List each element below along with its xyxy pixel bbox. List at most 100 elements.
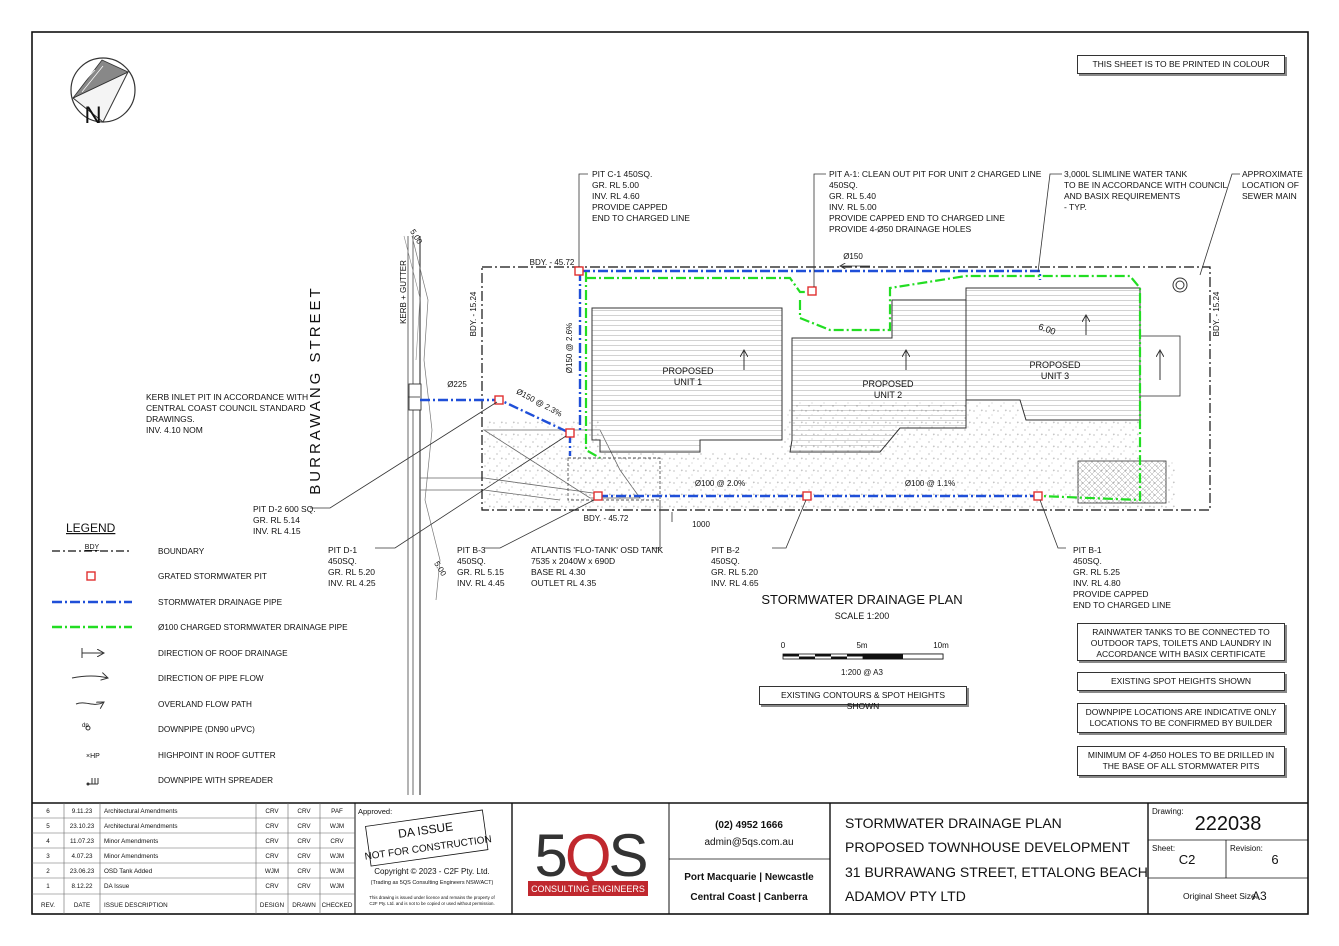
revision-cell: 3	[46, 853, 50, 860]
revision-header: DRAWN	[292, 902, 316, 909]
callout-sewer: APPROXIMATE LOCATION OF SEWER MAIN	[1242, 169, 1303, 201]
pit-a1	[807, 286, 817, 296]
contours-note: EXISTING CONTOURS & SPOT HEIGHTS SHOWN	[759, 686, 967, 711]
pipe-label-100b: Ø100 @ 1.1%	[905, 479, 955, 488]
right-note-3: DOWNPIPE LOCATIONS ARE INDICATIVE ONLY L…	[1077, 703, 1285, 733]
svg-text:GRATED STORMWATER PIT: GRATED STORMWATER PIT	[158, 572, 267, 581]
callout-pit-c1: PIT C-1 450SQ. GR. RL 5.00 INV. RL 4.60 …	[592, 169, 690, 223]
svg-text:HIGHPOINT IN ROOF GUTTER: HIGHPOINT IN ROOF GUTTER	[158, 751, 276, 760]
revision-number: 6	[1271, 852, 1278, 867]
revision-cell: 11.07.23	[70, 838, 95, 845]
scalebar-10: 10m	[933, 641, 949, 650]
revision-cell: 6	[46, 808, 50, 815]
downpipe-spreader-icon	[86, 778, 99, 786]
company-email[interactable]: admin@5qs.com.au	[704, 837, 793, 848]
revision-cell: Minor Amendments	[104, 838, 158, 845]
revision-cell: CRV	[330, 838, 344, 845]
scale-bar	[782, 653, 944, 660]
pipe-label-150-vert: Ø150 @ 2.6%	[565, 323, 574, 373]
revision-cell: CRV	[265, 838, 279, 845]
boundary-bottom-label: BDY. - 45.72	[584, 514, 629, 523]
drawing-number: 222038	[1195, 813, 1262, 835]
pit-b2	[802, 491, 812, 501]
svg-text:DIRECTION OF ROOF DRAINAGE: DIRECTION OF ROOF DRAINAGE	[158, 649, 288, 658]
boundary-top-label: BDY. - 45.72	[530, 258, 575, 267]
contour-label-bottom: 5.00	[432, 560, 448, 578]
pit-d2	[494, 395, 504, 405]
revision-cell: CRV	[297, 853, 311, 860]
drawing-label: Drawing:	[1152, 807, 1184, 816]
svg-text:BOUNDARY: BOUNDARY	[158, 547, 205, 556]
callout-pit-a1: PIT A-1: CLEAN OUT PIT FOR UNIT 2 CHARGE…	[829, 169, 1042, 234]
revision-cell: WJM	[330, 853, 344, 860]
callout-leaders	[310, 173, 1240, 549]
pipe-label-100a: Ø100 @ 2.0%	[695, 479, 745, 488]
sheet-label: Sheet:	[1152, 844, 1175, 853]
grated-pits	[494, 266, 1043, 501]
revision-cell: CRV	[265, 883, 279, 890]
callout-osd: ATLANTIS 'FLO-TANK' OSD TANK 7535 x 2040…	[531, 545, 664, 588]
revision-cell: Architectural Amendments	[104, 808, 178, 815]
downpipe-icon	[85, 725, 91, 731]
overland-flow-icon	[75, 702, 104, 704]
legend-title: LEGEND	[66, 521, 116, 535]
revision-cell: CRV	[297, 808, 311, 815]
disclaimer: This drawing is issued under licence and…	[369, 895, 495, 906]
revision-cell: WJM	[265, 868, 279, 875]
boundary-right-label: BDY. - 15.24	[1212, 291, 1221, 336]
approved-label: Approved:	[358, 807, 392, 816]
callout-pit-d1: PIT D-1 450SQ. GR. RL 5.20 INV. RL 4.25	[328, 545, 376, 588]
dim-1000: 1000	[692, 520, 710, 529]
scalebar-note: 1:200 @ A3	[841, 668, 883, 677]
paved-area	[1077, 460, 1167, 504]
north-label: N	[84, 102, 101, 129]
pit-c1	[574, 266, 584, 276]
scalebar-0: 0	[781, 641, 786, 650]
logo-subtitle: CONSULTING ENGINEERS	[531, 884, 645, 894]
revision-cell: WJM	[330, 868, 344, 875]
osd-tank	[567, 457, 661, 501]
plan-title: STORMWATER DRAINAGE PLAN	[761, 592, 962, 607]
svg-text:DOWNPIPE (DN90 uPVC): DOWNPIPE (DN90 uPVC)	[158, 725, 255, 734]
revision-cell: OSD Tank Added	[104, 868, 153, 875]
revision-cell: 9.11.23	[72, 808, 93, 815]
revision-cell: CRV	[297, 883, 311, 890]
print-colour-notice: THIS SHEET IS TO BE PRINTED IN COLOUR	[1077, 55, 1285, 74]
svg-text:DOWNPIPE WITH SPREADER: DOWNPIPE WITH SPREADER	[158, 776, 273, 785]
street-edge	[403, 235, 441, 795]
legend-items: BOUNDARY GRATED STORMWATER PIT STORMWATE…	[158, 547, 348, 785]
revision-cell: 4.07.23	[71, 853, 93, 860]
legend-symbols: dp ×HP	[52, 550, 132, 786]
callout-pit-d2: PIT D-2 600 SQ. GR. RL 5.14 INV. RL 4.15	[253, 504, 316, 536]
logo-banner	[528, 881, 648, 896]
revision-label: Revision:	[1230, 844, 1263, 853]
approval-stamp: DA ISSUE NOT FOR CONSTRUCTION	[364, 809, 492, 867]
right-note-4: MINIMUM OF 4-Ø50 HOLES TO BE DRILLED IN …	[1077, 746, 1285, 776]
revision-cell: WJM	[330, 883, 344, 890]
project-line-4: ADAMOV PTY LTD	[845, 888, 966, 904]
unit-1-roof	[591, 307, 783, 453]
project-line-1: STORMWATER DRAINAGE PLAN	[845, 815, 1062, 831]
right-note-1: RAINWATER TANKS TO BE CONNECTED TO OUTDO…	[1077, 623, 1285, 661]
callout-pit-b3: PIT B-3 450SQ. GR. RL 5.15 INV. RL 4.45	[457, 545, 505, 588]
revision-cell: 23.10.23	[70, 823, 95, 830]
pipe-flow-icon	[71, 676, 108, 678]
pipe-label-225: Ø225	[447, 380, 467, 389]
unit-3-roof	[965, 287, 1141, 421]
unit-2-roof	[789, 299, 967, 453]
charged-pipe	[584, 272, 1142, 502]
trading-name: (Trading as 5QS Consulting Engineers NSW…	[371, 880, 494, 886]
project-line-2: PROPOSED TOWNHOUSE DEVELOPMENT	[845, 839, 1130, 855]
sheet-size-label: Original Sheet Size:	[1183, 891, 1258, 901]
callout-pit-b2: PIT B-2 450SQ. GR. RL 5.20 INV. RL 4.65	[711, 545, 759, 588]
revision-cell: 4	[46, 838, 50, 845]
sheet-size: A3	[1252, 889, 1267, 903]
revision-cell: 23.06.23	[70, 868, 95, 875]
revision-header: DESIGN	[260, 902, 285, 909]
revision-cell: 1	[46, 883, 50, 890]
svg-text:dp: dp	[82, 723, 89, 729]
revision-cell: 8.12.22	[71, 883, 93, 890]
